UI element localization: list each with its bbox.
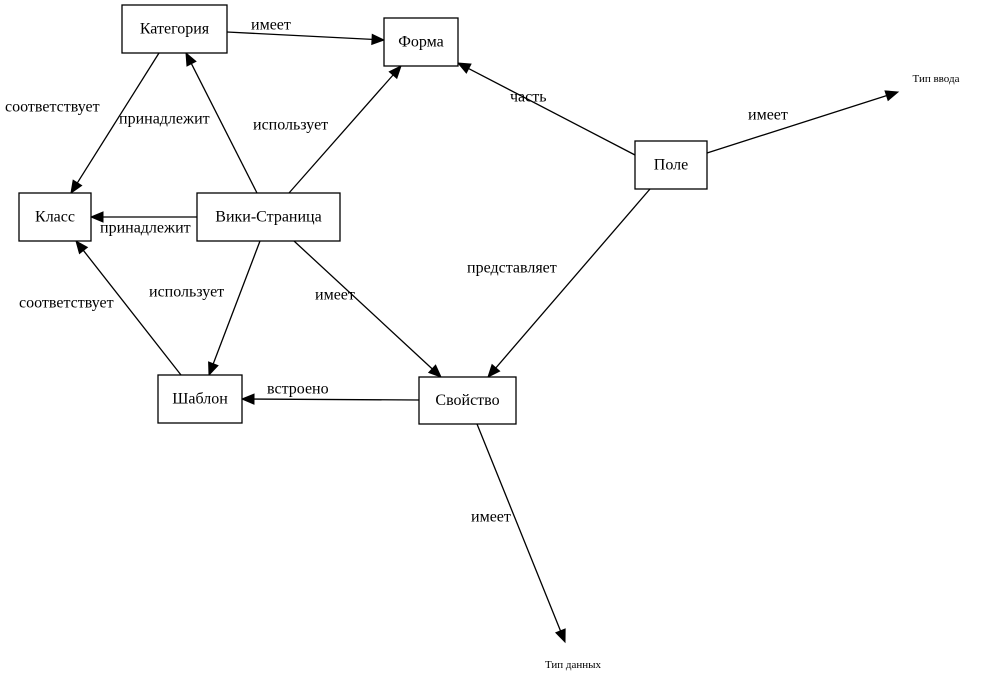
arrowhead-icon	[456, 62, 472, 74]
node-label: Тип ввода	[913, 73, 960, 85]
arrowhead-icon	[240, 393, 255, 405]
node-label: Категория	[140, 21, 210, 38]
arrowhead-icon	[208, 361, 219, 377]
edge-line	[76, 52, 160, 184]
edge-wikipage-to-property	[293, 240, 442, 378]
node-label: Свойство	[435, 392, 499, 409]
edge-wikipage-to-template	[208, 240, 261, 377]
edge-label: имеет	[748, 107, 788, 124]
edge-line	[495, 188, 651, 369]
arrowhead-icon	[388, 65, 402, 80]
node-label: Форма	[398, 34, 444, 51]
node-property[interactable]: Свойство	[418, 376, 517, 425]
edge-line	[706, 95, 887, 154]
edge-field-to-input-type	[706, 90, 900, 154]
node-box	[157, 374, 243, 424]
node-box	[383, 17, 459, 67]
node-box	[418, 376, 517, 425]
edge-line	[476, 423, 562, 632]
node-field[interactable]: Поле	[634, 140, 708, 190]
edge-property-to-data-type	[476, 423, 566, 644]
arrowhead-icon	[185, 51, 197, 67]
edge-category-to-class	[70, 52, 160, 195]
edge-field-to-form	[456, 62, 636, 156]
arrowhead-icon	[89, 211, 104, 223]
edge-label: часть	[510, 89, 547, 106]
edge-label: имеет	[315, 287, 355, 304]
edge-label: соответствует	[19, 295, 114, 312]
edges-layer	[70, 31, 900, 644]
node-template[interactable]: Шаблон	[157, 374, 243, 424]
edge-template-to-class	[75, 239, 182, 376]
node-class[interactable]: Класс	[18, 192, 92, 242]
node-data-type[interactable]: Тип данных	[545, 659, 602, 671]
node-label: Вики-Страница	[215, 209, 321, 226]
edge-line	[288, 74, 394, 194]
edge-labels-layer: имеет соответствует принадлежит использует п…	[5, 17, 788, 526]
edge-label: встроено	[267, 381, 329, 398]
edge-label: представляет	[467, 260, 557, 277]
arrowhead-icon	[487, 363, 501, 378]
edge-label: соответствует	[5, 99, 100, 116]
edge-label: принадлежит	[100, 220, 191, 237]
edge-line	[212, 240, 261, 365]
arrowhead-icon	[70, 179, 83, 195]
edge-line	[468, 67, 636, 156]
edge-label: имеет	[251, 17, 291, 34]
arrowhead-icon	[371, 33, 386, 46]
edge-line	[226, 31, 373, 41]
node-box	[634, 140, 708, 190]
edge-line	[293, 240, 433, 370]
node-box	[196, 192, 341, 242]
edge-label: использует	[149, 284, 224, 301]
edge-wikipage-to-class	[89, 211, 197, 223]
edge-line	[82, 250, 182, 376]
node-label: Тип данных	[545, 659, 602, 671]
node-input-type[interactable]: Тип ввода	[913, 73, 960, 85]
arrowhead-icon	[554, 628, 566, 644]
node-label: Поле	[654, 157, 688, 174]
node-label: Класс	[35, 209, 75, 226]
arrowhead-icon	[884, 90, 900, 102]
edge-line	[190, 63, 258, 194]
edge-category-to-form	[226, 31, 386, 46]
edge-wikipage-to-form	[288, 65, 402, 194]
node-box	[18, 192, 92, 242]
node-box	[121, 4, 228, 54]
edge-line	[253, 398, 420, 401]
edge-property-to-template	[240, 393, 420, 405]
edge-label: принадлежит	[119, 111, 210, 128]
edge-label: имеет	[471, 509, 511, 526]
node-category[interactable]: Категория	[121, 4, 228, 54]
node-label: Шаблон	[172, 391, 228, 408]
arrowhead-icon	[427, 364, 442, 378]
arrowhead-icon	[75, 239, 89, 255]
edge-wikipage-to-category	[185, 51, 258, 194]
edge-label: использует	[253, 117, 328, 134]
node-wikipage[interactable]: Вики-Страница	[196, 192, 341, 242]
edge-field-to-property	[487, 188, 651, 378]
node-form[interactable]: Форма	[383, 17, 459, 67]
